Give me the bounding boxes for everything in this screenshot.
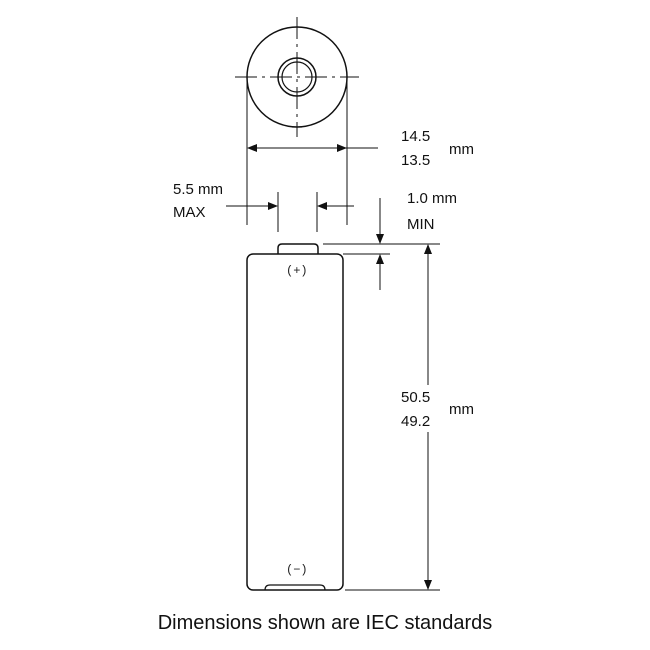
terminal-diameter-value: 5.5 mm (173, 181, 224, 198)
positive-terminal-nub (277, 243, 319, 254)
terminal-diameter-qualifier: MAX (173, 204, 206, 221)
terminal-height-dimension (323, 198, 440, 290)
diameter-max-label: 14.5 (401, 128, 431, 145)
negative-terminal-base (264, 584, 326, 591)
battery-top-view (235, 17, 359, 137)
negative-terminal-label: (−) (286, 563, 308, 577)
diameter-min-label: 13.5 (401, 152, 431, 169)
diameter-unit-label: mm (449, 141, 474, 158)
battery-body (246, 253, 344, 591)
battery-side-view (246, 243, 344, 591)
terminal-height-qualifier: MIN (407, 216, 435, 233)
diagram-caption: Dimensions shown are IEC standards (157, 612, 493, 634)
length-min-label: 49.2 (401, 413, 431, 430)
diameter-dimension (246, 80, 378, 225)
terminal-height-value: 1.0 mm (407, 190, 458, 207)
length-unit-label: mm (449, 401, 474, 418)
terminal-diameter-dimension (226, 192, 354, 232)
length-max-label: 50.5 (401, 389, 431, 406)
positive-terminal-label: (+) (286, 264, 308, 278)
length-dimension (345, 244, 440, 591)
